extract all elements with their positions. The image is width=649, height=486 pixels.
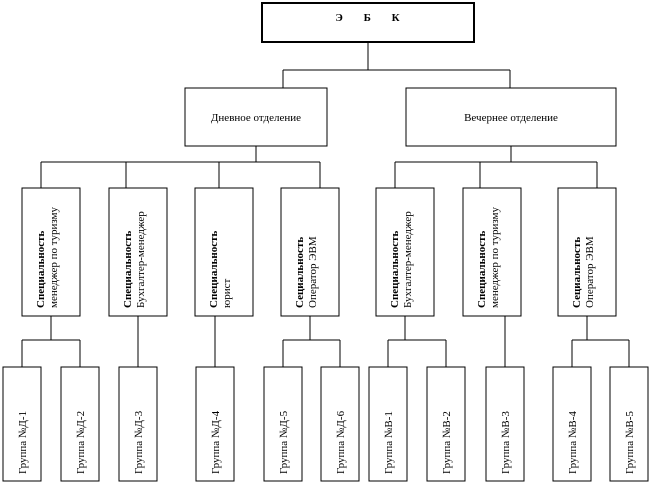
specialty-name: менеджер по туризму	[489, 207, 501, 308]
specialty-box	[462, 187, 522, 317]
group-label: Группа №В-3	[500, 411, 512, 474]
group-box	[320, 366, 360, 482]
specialty-title: Специальность	[35, 230, 47, 308]
group-label: Группа №Д-2	[75, 411, 87, 474]
specialty-title: Специальность	[122, 230, 134, 308]
group-box	[552, 366, 592, 482]
specialty-box	[21, 187, 81, 317]
group-node: Группа №Д-6	[320, 366, 360, 482]
group-node: Группа №Д-5	[263, 366, 303, 482]
group-box	[2, 366, 42, 482]
group-node: Группа №В-1	[368, 366, 408, 482]
group-node: Группа №Д-3	[118, 366, 158, 482]
specialty-name: Бухгалтер-менеджер	[135, 211, 147, 308]
department-label: Дневное отделение	[211, 112, 301, 124]
specialty-name: Бухгалтер-менеджер	[402, 211, 414, 308]
specialty-name: менеджер по туризму	[48, 207, 60, 308]
group-label: Группа №Д-3	[133, 410, 145, 474]
group-box	[368, 366, 408, 482]
group-label: Группа №Д-4	[210, 410, 222, 474]
group-box	[118, 366, 158, 482]
group-node: Группа №В-5	[609, 366, 649, 482]
specialty-name: Оператор ЭВМ	[584, 236, 596, 308]
department-label: Вечернее отделение	[464, 112, 558, 124]
group-label: Группа №В-2	[441, 411, 453, 474]
group-box	[263, 366, 303, 482]
specialty-box	[194, 187, 254, 317]
group-node: Группа №Д-2	[60, 366, 100, 482]
group-label: Группа №В-1	[383, 411, 395, 474]
group-box	[60, 366, 100, 482]
root-label: Э Б К	[335, 12, 408, 24]
specialty-box	[557, 187, 617, 317]
group-node: Группа №Д-1	[2, 366, 42, 482]
group-node: Группа №В-2	[426, 366, 466, 482]
root-node: Э Б К	[261, 2, 475, 43]
specialty-title: Специальность	[208, 230, 220, 308]
group-label: Группа №Д-5	[278, 410, 290, 474]
group-box	[426, 366, 466, 482]
specialty-name: юрист	[221, 279, 233, 308]
group-node: Группа №В-3	[485, 366, 525, 482]
department-box	[184, 87, 328, 147]
specialty-box	[108, 187, 168, 317]
group-label: Группа №Д-6	[335, 410, 347, 474]
group-box	[609, 366, 649, 482]
group-node: Группа №Д-4	[195, 366, 235, 482]
specialty-title: Сециальность	[571, 237, 583, 308]
group-label: Группа №В-4	[567, 411, 579, 474]
group-label: Группа №В-5	[624, 411, 636, 474]
group-box	[485, 366, 525, 482]
root-box	[261, 2, 475, 43]
specialty-name: Оператор ЭВМ	[307, 236, 319, 308]
department-box	[405, 87, 617, 147]
group-box	[195, 366, 235, 482]
specialty-title: Специальность	[389, 230, 401, 308]
specialty-title: Сециальность	[294, 237, 306, 308]
department-node: Вечернее отделение	[405, 87, 617, 147]
specialty-title: Специальность	[476, 230, 488, 308]
department-node: Дневное отделение	[184, 87, 328, 147]
specialty-box	[280, 187, 340, 317]
group-label: Группа №Д-1	[17, 411, 29, 474]
group-node: Группа №В-4	[552, 366, 592, 482]
